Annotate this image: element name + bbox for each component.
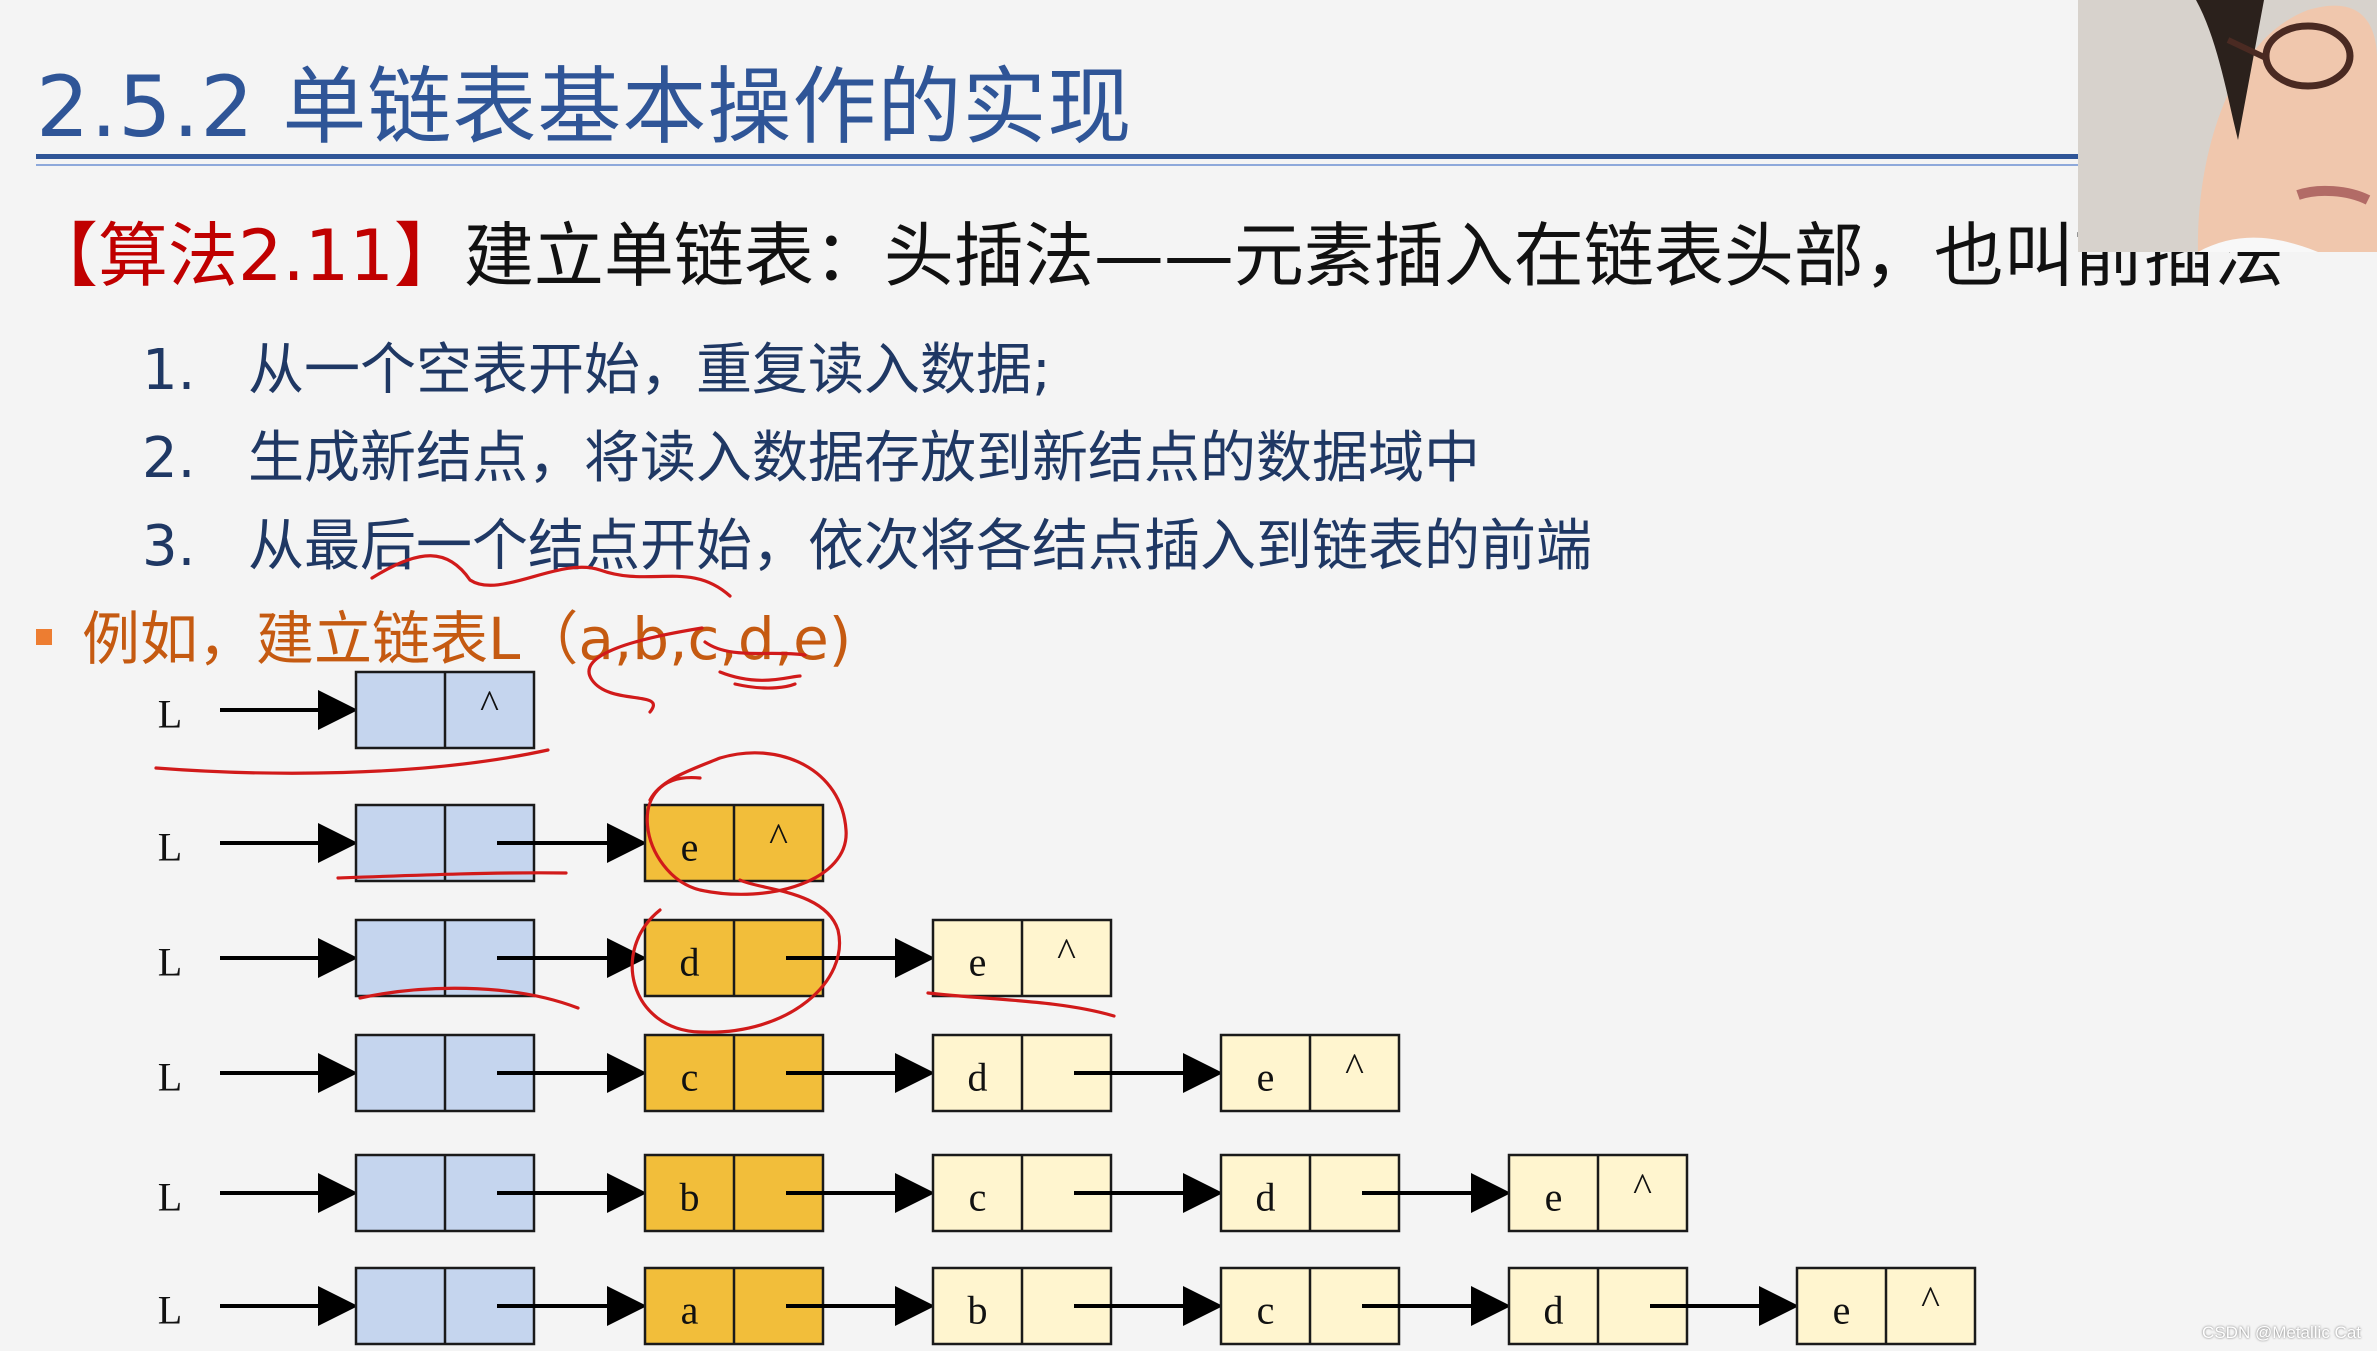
- null-pointer-label: ^: [1921, 1278, 1940, 1323]
- watermark: CSDN @Metallic Cat: [2202, 1323, 2361, 1342]
- null-pointer-label: ^: [1633, 1165, 1652, 1210]
- ink-underline-row-3-head: [358, 986, 580, 1010]
- node-data-label: e: [1257, 1055, 1275, 1100]
- ink-circle-new-node-d: [630, 878, 842, 1034]
- example-text: 例如，建立链表L（a,b,c,d,e): [82, 605, 852, 673]
- step-text: 从最后一个结点开始，依次将各结点插入到链表的前端: [248, 514, 1592, 579]
- node-data-label: b: [968, 1288, 988, 1333]
- ink-circle-new-node-e: [645, 751, 848, 896]
- presenter-webcam: [2078, 0, 2377, 252]
- list-head-label: L: [158, 1055, 182, 1100]
- step-number: 1.: [142, 338, 196, 403]
- node-data-label: d: [1256, 1175, 1276, 1220]
- node-data-label: d: [968, 1055, 988, 1100]
- node-data-label: c: [969, 1175, 987, 1220]
- node-data-label: d: [1544, 1288, 1564, 1333]
- null-pointer-label: ^: [1345, 1045, 1364, 1090]
- presenter-face-icon: [2078, 0, 2377, 252]
- node-data-label: c: [681, 1055, 699, 1100]
- node-data-label: e: [681, 825, 699, 870]
- null-pointer-label: ^: [769, 815, 788, 860]
- ink-scribble-example: [587, 626, 807, 714]
- step-3: 3. 从最后一个结点开始，依次将各结点插入到链表的前端: [142, 501, 1592, 582]
- list-head-label: L: [158, 1288, 182, 1333]
- list-head-label: L: [158, 1175, 182, 1220]
- algorithm-text: 建立单链表：头插法——元素插入在链表头部，也叫前插法: [463, 215, 2284, 297]
- node-data-label: e: [969, 940, 987, 985]
- null-pointer-label: ^: [1057, 930, 1076, 975]
- algorithm-heading: 【算法2.11】建立单链表：头插法——元素插入在链表头部，也叫前插法: [28, 200, 2284, 301]
- step-number: 3.: [142, 514, 196, 579]
- step-number: 2.: [142, 426, 196, 491]
- node-data-label: c: [1257, 1288, 1275, 1333]
- step-2: 2. 生成新结点，将读入数据存放到新结点的数据域中: [142, 413, 1480, 494]
- list-head-label: L: [158, 692, 182, 737]
- list-head-label: L: [158, 940, 182, 985]
- null-pointer-label: ^: [480, 682, 499, 727]
- node-data-label: e: [1545, 1175, 1563, 1220]
- bullet-square-icon: [36, 628, 52, 645]
- node-data-label: e: [1833, 1288, 1851, 1333]
- title-divider: [36, 154, 2078, 159]
- list-head-label: L: [158, 825, 182, 870]
- node-data-label: a: [681, 1288, 699, 1333]
- step-text: 从一个空表开始，重复读入数据;: [248, 338, 1051, 403]
- step-1: 1. 从一个空表开始，重复读入数据;: [142, 325, 1051, 406]
- handwritten-annotations: [154, 554, 1116, 1034]
- step-text: 生成新结点，将读入数据存放到新结点的数据域中: [248, 426, 1480, 491]
- node-data-label: d: [680, 940, 700, 985]
- ink-underline-row-1: [154, 748, 550, 775]
- example-line: 例如，建立链表L（a,b,c,d,e): [36, 592, 851, 676]
- ink-underline-row-2: [336, 871, 568, 880]
- title-divider-thin: [36, 164, 2078, 166]
- ink-underline-last-node: [370, 554, 732, 598]
- slide-title: 2.5.2 单链表基本操作的实现: [36, 58, 1133, 156]
- ink-underline-row-3-tail: [926, 991, 1116, 1018]
- node-data-label: b: [680, 1175, 700, 1220]
- algorithm-tag: 【算法2.11】: [28, 215, 464, 297]
